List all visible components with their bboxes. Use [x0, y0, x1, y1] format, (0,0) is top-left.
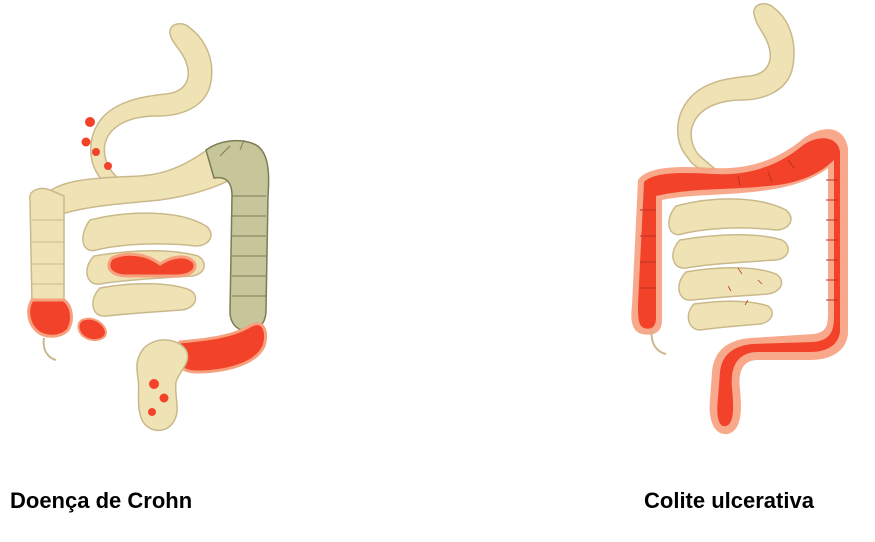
stomach	[678, 4, 794, 171]
inflammation-spot	[149, 379, 159, 389]
crohn-diagram	[20, 20, 280, 450]
ulcerative-colitis-diagram	[618, 0, 858, 450]
thickened-colon-segment	[206, 141, 269, 331]
caption-crohns-disease: Doença de Crohn	[10, 488, 192, 514]
rectum	[137, 340, 188, 430]
inflammation-spot	[104, 162, 112, 170]
ileum-inflamed-segment	[109, 254, 195, 276]
digestive-tract-crohn-illustration	[20, 20, 280, 450]
inflammation-spot	[148, 408, 156, 416]
ascending-colon-body	[30, 188, 64, 304]
sigmoid-inflamed	[175, 324, 265, 372]
appendix	[44, 338, 56, 360]
cecum-inflamed	[29, 300, 72, 336]
digestive-tract-colitis-illustration	[618, 0, 858, 450]
inflammation-spot	[92, 148, 100, 156]
inflammation-spot	[82, 138, 91, 147]
caption-ulcerative-colitis: Colite ulcerativa	[644, 488, 814, 514]
inflammation-spot	[85, 117, 95, 127]
terminal-ileum-inflamed	[79, 319, 106, 340]
small-intestine	[669, 199, 791, 330]
inflammation-spot	[160, 394, 169, 403]
